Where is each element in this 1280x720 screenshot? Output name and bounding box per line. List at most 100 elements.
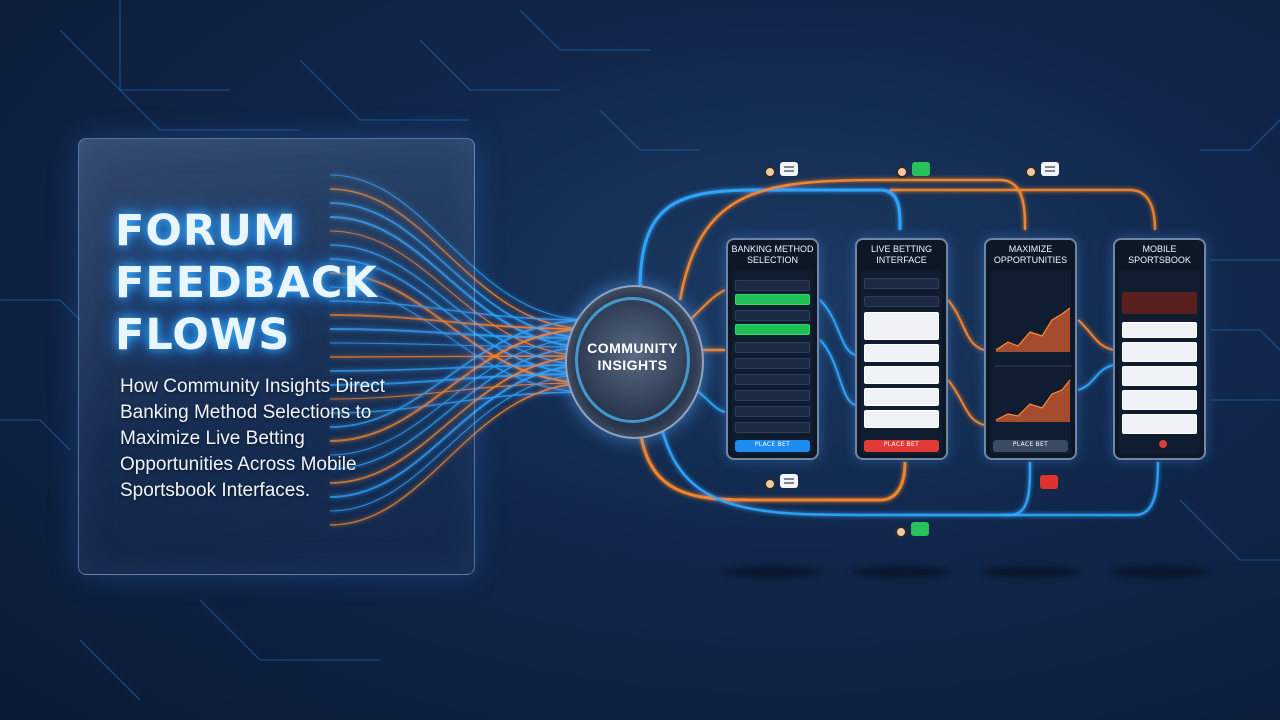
- phone-title: LIVE BETTING INTERFACE: [870, 244, 932, 265]
- feedback-stream: [329, 174, 591, 321]
- user-message-icon: [896, 162, 932, 184]
- flow-connectors: [638, 178, 1160, 517]
- connector-top-blue: [638, 188, 902, 291]
- feedback-stream: [329, 342, 591, 348]
- circuit-trace: [519, 9, 650, 51]
- feedback-stream: [329, 244, 591, 366]
- phone-screen: PLACE BET: [732, 270, 813, 454]
- circuit-trace: [199, 599, 380, 661]
- phone-shadow: [851, 566, 951, 578]
- feedback-stream: [329, 355, 591, 358]
- user-comment-icon: [764, 474, 800, 496]
- feedback-stream: [329, 373, 591, 512]
- circuit-trace: [299, 59, 470, 121]
- circuit-lines: [0, 0, 1280, 701]
- feedback-stream: [329, 391, 591, 414]
- bet-slip-row[interactable]: [1122, 322, 1197, 338]
- trend-line-1: [995, 307, 1071, 351]
- odds-card[interactable]: [864, 388, 939, 406]
- odds-card[interactable]: [864, 312, 939, 340]
- connector-hub-phone1b: [689, 289, 726, 321]
- feedback-stream: [329, 202, 591, 339]
- circuit-trace: [0, 299, 81, 321]
- payment-option[interactable]: [735, 280, 810, 291]
- feedback-stream: [329, 364, 591, 372]
- circuit-trace: [1210, 329, 1280, 351]
- feedback-stream: [329, 346, 591, 470]
- user-comment-icon: [764, 162, 800, 184]
- phone-shadow: [722, 566, 822, 578]
- bet-fab[interactable]: [1159, 440, 1167, 448]
- circuit-trace: [119, 0, 230, 91]
- connector-3-4: [1077, 319, 1114, 351]
- page-subtitle: How Community Insights Direct Banking Me…: [120, 376, 386, 501]
- phone-banking-method: BANKING METHOD SELECTION PLACE BET: [726, 238, 819, 460]
- feedback-stream: [329, 314, 591, 330]
- odds-card[interactable]: [864, 344, 939, 362]
- circuit-trace: [599, 109, 700, 151]
- feedback-stream: [329, 328, 591, 442]
- place-bet-button[interactable]: PLACE BET: [735, 440, 810, 452]
- feedback-streams: [329, 174, 591, 526]
- feedback-stream: [329, 272, 591, 384]
- trend-charts: [994, 307, 1072, 422]
- payment-option[interactable]: [735, 374, 810, 385]
- payment-option[interactable]: [735, 390, 810, 401]
- circuit-trace: [419, 39, 560, 91]
- bet-slip-row[interactable]: [1122, 366, 1197, 386]
- bet-slip-row[interactable]: [1122, 390, 1197, 410]
- payment-option[interactable]: [735, 310, 810, 321]
- bet-slip-row[interactable]: [1122, 414, 1197, 434]
- place-bet-label: PLACE BET: [1012, 441, 1049, 448]
- feedback-stream: [329, 328, 591, 339]
- feedback-stream: [329, 300, 591, 321]
- feedback-stream: [329, 258, 591, 375]
- feedback-stream: [329, 373, 591, 386]
- connector-top-orange-2: [890, 188, 1157, 231]
- phone-live-betting: LIVE BETTING INTERFACE PLACE BET: [855, 238, 948, 460]
- odds-card[interactable]: [864, 410, 939, 428]
- payment-option-selected[interactable]: [735, 294, 810, 305]
- phone-screen: PLACE BET: [990, 270, 1072, 454]
- circuit-trace: [1200, 119, 1280, 151]
- hub-ring: [575, 297, 690, 423]
- payment-option[interactable]: [735, 406, 810, 417]
- feedback-stream: [329, 382, 591, 400]
- payment-option[interactable]: [735, 358, 810, 369]
- phone-title: MOBILE SPORTSBOOK: [1128, 244, 1191, 265]
- user-comment-icon: [1025, 162, 1061, 184]
- hub-label: COMMUNITY INSIGHTS: [587, 340, 678, 373]
- feedback-stream: [329, 188, 591, 330]
- feedback-stream: [329, 382, 591, 526]
- feedback-stream: [329, 230, 591, 357]
- connector-2-3: [947, 299, 985, 351]
- promo-banner[interactable]: [1122, 292, 1197, 314]
- connector-bottom-blue-2: [1000, 461, 1160, 517]
- bet-slip-row[interactable]: [1122, 342, 1197, 362]
- feedback-stream: [329, 337, 591, 456]
- feedback-stream: [329, 216, 591, 348]
- phone-title: MAXIMIZE OPPORTUNITIES: [993, 244, 1068, 265]
- place-bet-button[interactable]: PLACE BET: [993, 440, 1068, 452]
- feedback-stream: [329, 319, 591, 428]
- connector-bottom-blue: [658, 419, 1032, 517]
- page-title: FORUM FEEDBACK FLOWS: [115, 206, 378, 360]
- match-row[interactable]: [864, 296, 939, 307]
- phone-mobile-sportsbook: MOBILE SPORTSBOOK: [1113, 238, 1206, 460]
- connector-top-orange: [678, 178, 1027, 301]
- circuit-trace: [1179, 499, 1280, 561]
- connector-2-3b: [947, 379, 985, 426]
- payment-option[interactable]: [735, 342, 810, 353]
- trend-area-1: [996, 308, 1070, 352]
- circuit-trace: [59, 29, 300, 131]
- place-bet-label: PLACE BET: [883, 441, 920, 448]
- phone-screen: PLACE BET: [861, 270, 942, 454]
- connector-1-2: [819, 299, 856, 356]
- live-header: [864, 278, 939, 289]
- place-bet-label: PLACE BET: [754, 441, 791, 448]
- odds-card[interactable]: [864, 366, 939, 384]
- place-bet-button[interactable]: PLACE BET: [864, 440, 939, 452]
- connector-bottom-orange: [638, 429, 907, 502]
- payment-option-selected[interactable]: [735, 324, 810, 335]
- payment-option[interactable]: [735, 422, 810, 433]
